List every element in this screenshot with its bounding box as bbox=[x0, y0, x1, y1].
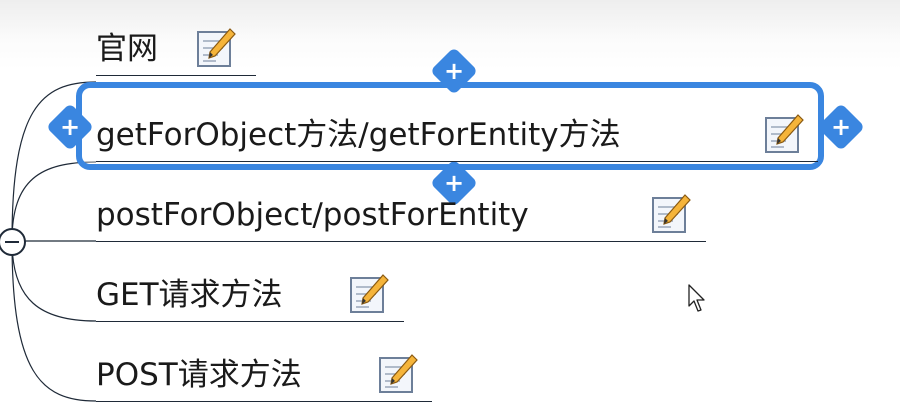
topic-get-request-method[interactable]: GET请求方法 bbox=[96, 272, 404, 322]
mouse-pointer-icon bbox=[688, 284, 705, 312]
topic-post-request-method[interactable]: POST请求方法 bbox=[96, 352, 432, 402]
collapse-minus-icon[interactable] bbox=[0, 228, 26, 256]
topic-label: getForObject方法/getForEntity方法 bbox=[96, 117, 621, 153]
topic-getforobject-getforentity[interactable]: getForObject方法/getForEntity方法 bbox=[96, 112, 818, 162]
topic-label: 官网 bbox=[96, 31, 158, 67]
topic-postforobject-postforentity[interactable]: postForObject/postForEntity bbox=[96, 192, 706, 242]
topic-label: POST请求方法 bbox=[96, 357, 302, 393]
topic-official-site[interactable]: 官网 bbox=[96, 26, 256, 76]
topic-underline bbox=[96, 161, 818, 162]
note-pencil-icon[interactable] bbox=[349, 272, 391, 316]
note-pencil-icon[interactable] bbox=[651, 192, 693, 236]
note-pencil-icon[interactable] bbox=[196, 26, 238, 70]
topic-underline bbox=[96, 75, 256, 76]
topic-underline bbox=[96, 321, 404, 322]
note-pencil-icon[interactable] bbox=[764, 112, 806, 156]
topic-label: GET请求方法 bbox=[96, 277, 283, 313]
topic-underline bbox=[96, 241, 706, 242]
note-pencil-icon[interactable] bbox=[378, 352, 420, 396]
topic-label: postForObject/postForEntity bbox=[96, 197, 529, 233]
topic-underline bbox=[96, 401, 432, 402]
